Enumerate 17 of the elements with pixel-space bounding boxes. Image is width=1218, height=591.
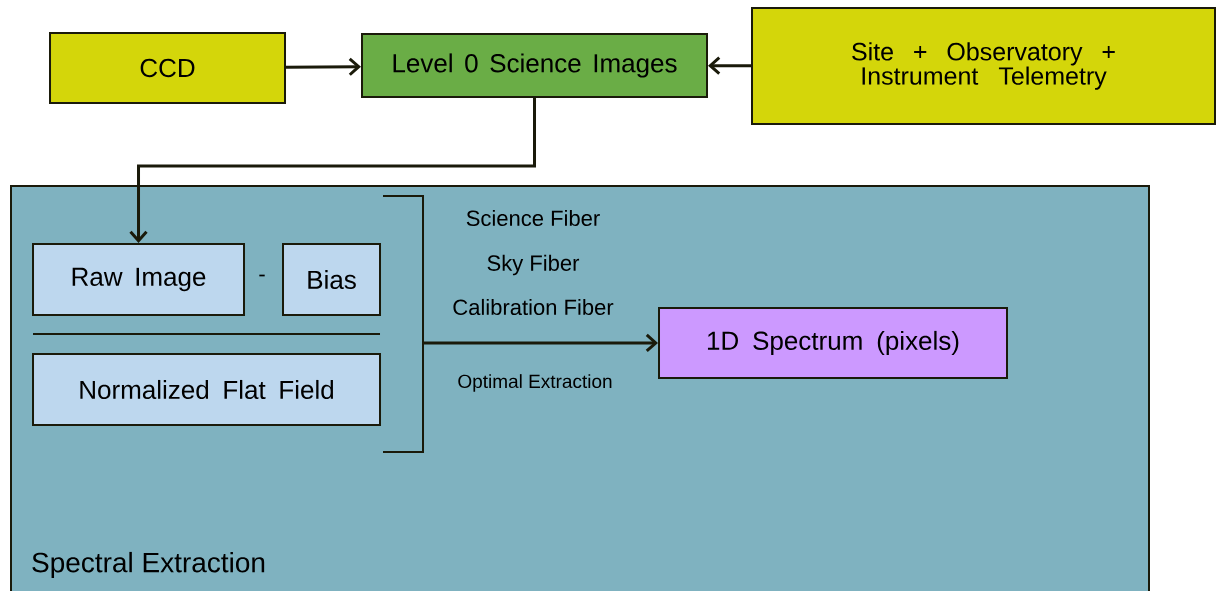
process-box: Bias xyxy=(282,243,381,316)
process-box: CCD xyxy=(49,32,286,104)
arrow xyxy=(708,56,751,75)
minus-sign: - xyxy=(259,274,265,277)
fiber-label: Science Fiber xyxy=(466,209,600,227)
edge-label: Optimal Extraction xyxy=(458,374,612,392)
fiber-label: Sky Fiber xyxy=(487,254,580,276)
process-box: Level 0 Science Images xyxy=(361,33,708,98)
process-box: 1D Spectrum (pixels) xyxy=(658,307,1008,379)
bracket xyxy=(382,195,424,453)
process-box: Normalized Flat Field xyxy=(32,353,381,426)
fiber-label: Calibration Fiber xyxy=(453,298,614,316)
process-box: Site + Observatory + Instrument Telemetry xyxy=(751,7,1216,125)
process-box: Raw Image xyxy=(32,243,245,316)
arrow xyxy=(286,57,361,76)
arrow xyxy=(422,333,658,353)
arrow xyxy=(129,98,536,243)
